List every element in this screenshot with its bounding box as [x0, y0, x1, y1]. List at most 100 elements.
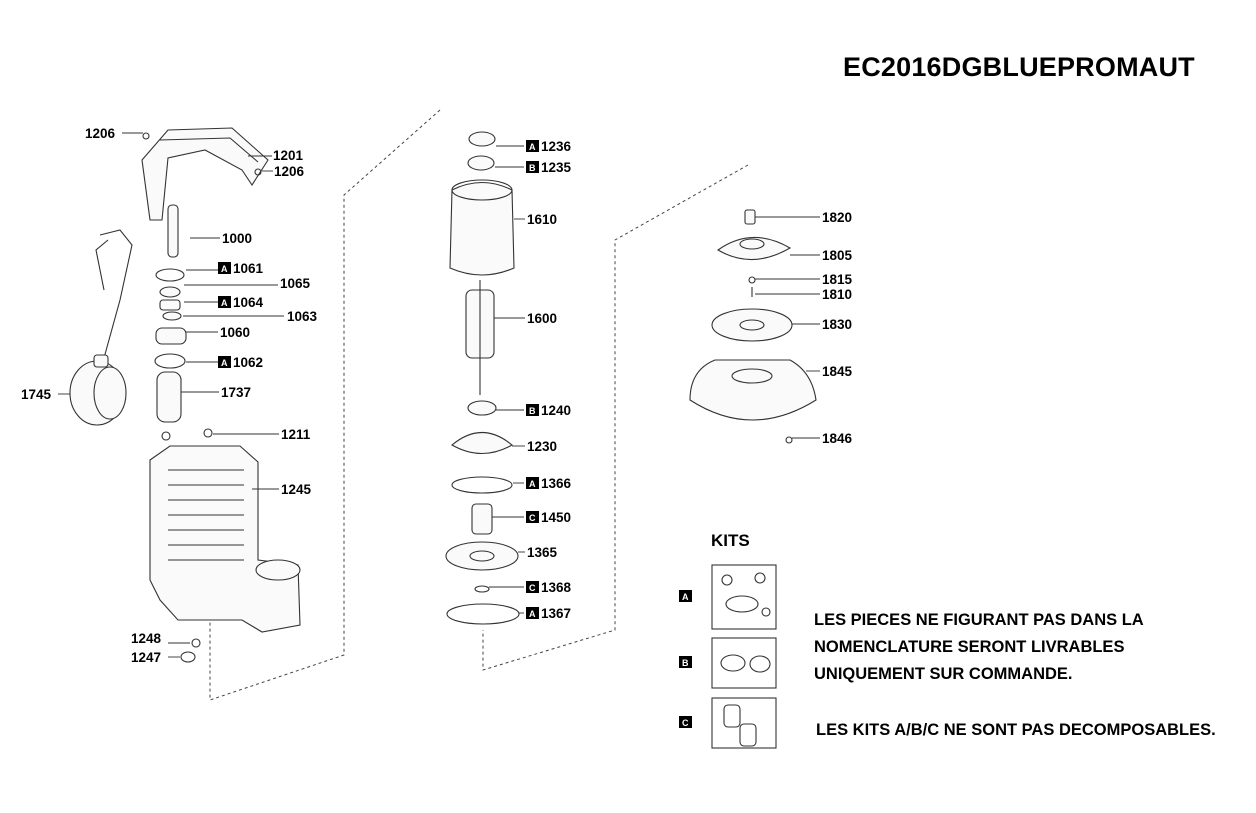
callout-1365: 1365	[518, 545, 558, 560]
part-number: 1820	[822, 210, 852, 225]
part-number: 1368	[541, 580, 572, 595]
callout-1206: 1206	[85, 126, 143, 141]
kit-badge-c: C	[679, 716, 692, 728]
callout-1846: 1846	[792, 431, 853, 446]
callout-1201: 1201	[248, 148, 304, 163]
kit-badge	[526, 404, 539, 416]
motor-casing-part	[149, 428, 301, 663]
part-number: 1000	[222, 231, 252, 246]
kits-note: LES KITS A/B/C NE SONT PAS DECOMPOSABLES…	[816, 721, 1216, 739]
callout-1820: 1820	[755, 210, 852, 225]
kit-badge	[526, 477, 539, 489]
kit-badge-b: B	[679, 656, 692, 668]
callout-1245: 1245	[252, 482, 312, 497]
callout-1235: B 1235	[495, 160, 572, 175]
callout-1247: 1247	[131, 650, 180, 665]
part-number: 1235	[541, 160, 572, 175]
kit-badge	[526, 581, 539, 593]
part-number: 1201	[273, 148, 304, 163]
part-number: 1600	[527, 311, 557, 326]
handle-part	[141, 127, 269, 221]
kit-badge	[526, 607, 539, 619]
callout-1065: 1065	[184, 276, 311, 291]
callout-1737: 1737	[181, 385, 251, 400]
part-number: 1245	[281, 482, 312, 497]
part-number: 1063	[287, 309, 318, 324]
kit-badge-letter: A	[221, 298, 228, 308]
kit-badge-letter: C	[529, 513, 536, 523]
callout-1368: C 1368	[489, 580, 572, 595]
callout-1230: 1230	[512, 439, 557, 454]
float-switch-part	[69, 229, 133, 426]
part-number: 1830	[822, 317, 852, 332]
callout-1064: A 1064	[184, 295, 264, 310]
part-number: 1745	[21, 387, 52, 402]
callout-1805: 1805	[790, 248, 853, 263]
part-number: 1248	[131, 631, 162, 646]
part-number: 1366	[541, 476, 572, 491]
kits-heading: KITS	[711, 531, 750, 550]
page-title: EC2016DGBLUEPROMAUT	[843, 52, 1195, 82]
part-number: 1845	[822, 364, 853, 379]
seal-stack-left	[154, 268, 187, 423]
part-number: 1064	[233, 295, 264, 310]
kit-badge	[218, 296, 231, 308]
kit-badge-letter: B	[529, 163, 536, 173]
kit-badge-letter: A	[529, 609, 536, 619]
callout-1830: 1830	[792, 317, 852, 332]
callout-1815: 1815	[755, 272, 853, 287]
callout-1366: A 1366	[513, 476, 572, 491]
part-number: 1206	[85, 126, 116, 141]
right-stack	[689, 209, 817, 444]
kit-badge-a: A	[679, 590, 692, 602]
note-line-3: UNIQUEMENT SUR COMMANDE.	[814, 665, 1073, 683]
callout-1000: 1000	[190, 231, 252, 246]
kit-badge	[526, 161, 539, 173]
part-number: 1065	[280, 276, 311, 291]
kit-badge-letter: A	[529, 479, 536, 489]
callout-1248: 1248	[131, 631, 190, 646]
part-number: 1805	[822, 248, 853, 263]
callout-1450: C 1450	[492, 510, 571, 525]
part-number: 1061	[233, 261, 264, 276]
part-number: 1062	[233, 355, 263, 370]
kit-thumbnails	[711, 564, 777, 749]
part-number: 1236	[541, 139, 572, 154]
part-number: 1230	[527, 439, 557, 454]
part-number: 1450	[541, 510, 571, 525]
part-number: 1240	[541, 403, 571, 418]
callout-1063: 1063	[183, 309, 318, 324]
callout-1610: 1610	[514, 212, 557, 227]
callout-1211: 1211	[213, 427, 311, 442]
callout-1745: 1745	[21, 387, 70, 402]
part-number: 1247	[131, 650, 161, 665]
part-number: 1815	[822, 272, 853, 287]
note-line-2: NOMENCLATURE SERONT LIVRABLES	[814, 638, 1125, 656]
kit-badge-letter: A	[529, 142, 536, 152]
part-number: 1737	[221, 385, 251, 400]
callout-1206: 1206	[262, 164, 305, 179]
cable-sleeve-part	[167, 204, 179, 258]
part-number: 1060	[220, 325, 250, 340]
parts-availability-note: LES PIECES NE FIGURANT PAS DANS LA NOMEN…	[814, 607, 1144, 688]
callout-1810: 1810	[755, 287, 852, 302]
part-number: 1365	[527, 545, 558, 560]
svg-text:B: B	[682, 658, 689, 668]
callout-1061: A 1061	[186, 261, 264, 276]
part-number: 1610	[527, 212, 557, 227]
kit-badge-letter: A	[221, 264, 228, 274]
note-line-1: LES PIECES NE FIGURANT PAS DANS LA	[814, 611, 1144, 629]
svg-text:C: C	[682, 718, 689, 728]
kit-badge-letter: A	[221, 358, 228, 368]
callout-1845: 1845	[806, 364, 853, 379]
kit-badge	[218, 262, 231, 274]
assembly-guide-lines	[209, 109, 749, 701]
svg-text:A: A	[682, 592, 689, 602]
callout-1060: 1060	[186, 325, 250, 340]
part-number: 1810	[822, 287, 852, 302]
kit-badge-letter: C	[529, 583, 536, 593]
